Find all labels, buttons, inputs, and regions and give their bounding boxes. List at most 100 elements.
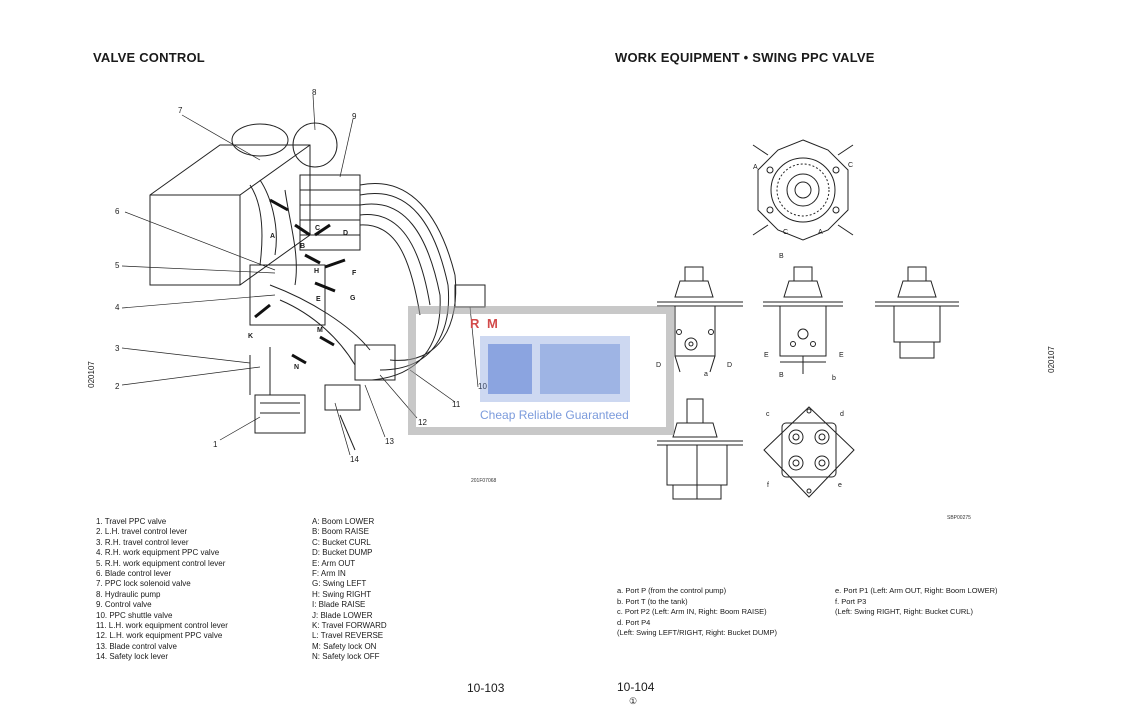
- top-view-label-c-right: C: [848, 162, 854, 169]
- parts-list-item: 6. Blade control lever: [96, 569, 172, 579]
- callout-14: 14: [350, 455, 359, 464]
- arrow-label-n: N: [294, 364, 300, 371]
- top-view-label-c-bottom: C: [783, 229, 789, 236]
- actions-list-item: K: Travel FORWARD: [312, 621, 387, 631]
- arrow-label-e: E: [316, 296, 321, 303]
- arrow-label-h: H: [314, 268, 320, 275]
- port-label-e: e: [838, 482, 842, 489]
- actions-list-item: B: Boom RAISE: [312, 527, 369, 537]
- parts-list-item: 11. L.H. work equipment control lever: [96, 621, 228, 631]
- port-description: a. Port P (from the control pump): [617, 586, 727, 595]
- callout-1: 1: [213, 440, 218, 449]
- arrow-label-d: D: [343, 230, 349, 237]
- section-label-b-top: B: [779, 253, 784, 260]
- callout-13: 13: [385, 437, 394, 446]
- port-description: (Left: Swing LEFT/RIGHT, Right: Bucket D…: [617, 628, 778, 638]
- top-view-label-a-bottom: A: [818, 229, 823, 236]
- port-description: b. Port T (to the tank): [617, 596, 688, 606]
- actions-list-item: N: Safety lock OFF: [312, 652, 380, 662]
- actions-list-item: M: Safety lock ON: [312, 641, 377, 651]
- port-descriptions-left: a. Port P (from the control pump) b. Por…: [617, 586, 777, 639]
- arrow-label-c: C: [315, 225, 321, 232]
- ppc-valve-side-view-right: [875, 266, 959, 359]
- watermark-brand: R M: [470, 316, 500, 331]
- actions-list-item: I: Blade RAISE: [312, 600, 366, 610]
- parts-list: 1. Travel PPC valve 2. L.H. travel contr…: [96, 517, 228, 663]
- figure-id-left: 201F07068: [471, 478, 497, 484]
- port-description: e. Port P1 (Left: Arm OUT, Right: Boom L…: [835, 586, 998, 595]
- section-label-d-left: D: [656, 362, 662, 369]
- port-label-f: f: [767, 482, 769, 489]
- actions-list-item: H: Swing RIGHT: [312, 589, 372, 599]
- parts-list-item: 5. R.H. work equipment control lever: [96, 558, 226, 568]
- parts-list-item: 7. PPC lock solenoid valve: [96, 579, 191, 589]
- valve-control-diagram: [121, 94, 486, 456]
- side-code-left: 020107: [86, 361, 96, 388]
- section-label-e-left: E: [764, 352, 769, 359]
- actions-list-item: L: Travel REVERSE: [312, 631, 384, 641]
- actions-list: A: Boom LOWER B: Boom RAISE C: Bucket CU…: [312, 517, 387, 663]
- arrow-label-g: G: [350, 295, 356, 302]
- page-number-right: 10-104: [617, 680, 655, 694]
- revision-mark: ①: [629, 696, 638, 706]
- actions-list-item: F: Arm IN: [312, 569, 346, 579]
- parts-list-item: 3. R.H. travel control lever: [96, 537, 189, 547]
- port-descriptions-right: e. Port P1 (Left: Arm OUT, Right: Boom L…: [835, 586, 998, 618]
- actions-list-item: G: Swing LEFT: [312, 579, 367, 589]
- callout-4: 4: [115, 303, 120, 312]
- callout-10: 10: [478, 382, 487, 391]
- side-code-right: 020107: [1046, 346, 1056, 373]
- figure-id-right: SBP00275: [947, 515, 971, 521]
- callout-2: 2: [115, 382, 120, 391]
- page-title-work-equipment-swing-ppc-valve: WORK EQUIPMENT • SWING PPC VALVE: [615, 50, 875, 65]
- arrow-label-b: B: [300, 243, 306, 250]
- callout-7: 7: [178, 106, 183, 115]
- actions-list-item: E: Arm OUT: [312, 558, 356, 568]
- ppc-valve-side-view-middle: [763, 266, 843, 374]
- callout-3: 3: [115, 344, 120, 353]
- arrow-label-k: K: [248, 333, 254, 340]
- arrow-label-f: F: [352, 270, 357, 277]
- watermark: R M Cheap Reliable Guaranteed: [408, 306, 674, 435]
- port-description: (Left: Swing RIGHT, Right: Bucket CURL): [835, 607, 973, 617]
- port-description: c. Port P2 (Left: Arm IN, Right: Boom RA…: [617, 607, 767, 617]
- arrow-label-a: A: [270, 233, 276, 240]
- callout-6: 6: [115, 207, 120, 216]
- actions-list-item: C: Bucket CURL: [312, 537, 371, 547]
- port-label-c: c: [766, 411, 770, 418]
- actions-list-item: J: Blade LOWER: [312, 610, 373, 620]
- parts-list-item: 2. L.H. travel control lever: [96, 527, 188, 537]
- ppc-valve-port-view: [763, 406, 855, 498]
- ppc-valve-top-view: [752, 139, 854, 241]
- parts-list-item: 4. R.H. work equipment PPC valve: [96, 548, 220, 558]
- callout-9: 9: [352, 112, 357, 121]
- section-label-d-right: D: [727, 362, 733, 369]
- callout-12: 12: [418, 418, 427, 427]
- parts-list-item: 1. Travel PPC valve: [96, 517, 167, 526]
- watermark-frame: [408, 306, 674, 435]
- callout-5: 5: [115, 261, 120, 270]
- parts-list-item: 10. PPC shuttle valve: [96, 610, 173, 620]
- section-label-b-bottom: B: [779, 372, 784, 379]
- port-description: f. Port P3: [835, 596, 867, 606]
- page-title-valve-control: VALVE CONTROL: [93, 50, 205, 65]
- arrow-label-m: M: [317, 327, 323, 334]
- page-number-left: 10-103: [467, 681, 505, 695]
- port-label-b: b: [832, 375, 836, 382]
- actions-list-item: A: Boom LOWER: [312, 517, 375, 526]
- parts-list-item: 14. Safety lock lever: [96, 652, 169, 662]
- top-view-label-a-left: A: [753, 164, 758, 171]
- section-label-e-right: E: [839, 352, 844, 359]
- parts-list-item: 13. Blade control valve: [96, 641, 177, 651]
- parts-list-item: 8. Hydraulic pump: [96, 589, 161, 599]
- parts-list-item: 12. L.H. work equipment PPC valve: [96, 631, 223, 641]
- watermark-slogan: Cheap Reliable Guaranteed: [480, 408, 629, 422]
- port-label-d: d: [840, 411, 844, 418]
- callout-11: 11: [452, 400, 461, 409]
- parts-list-item: 9. Control valve: [96, 600, 152, 610]
- port-description: d. Port P4: [617, 617, 651, 627]
- callout-8: 8: [312, 88, 317, 97]
- actions-list-item: D: Bucket DUMP: [312, 548, 373, 558]
- ppc-valve-section-view: [657, 398, 743, 500]
- port-label-a: a: [704, 371, 708, 378]
